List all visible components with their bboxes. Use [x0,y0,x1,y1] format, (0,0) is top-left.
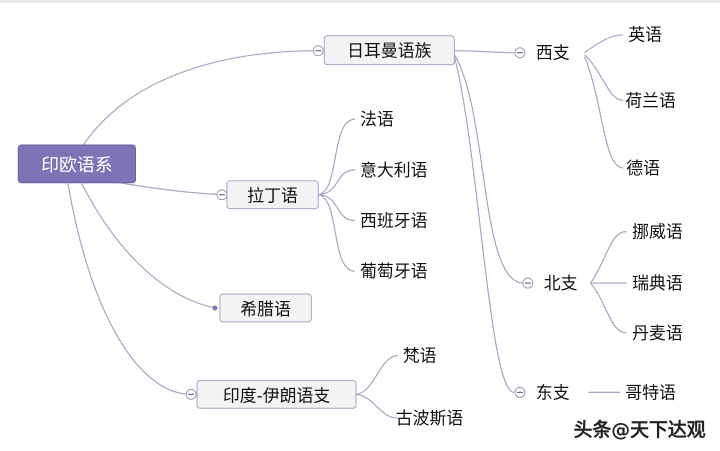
north-branch-label: 北支 [544,273,578,293]
greek-node-label: 希腊语 [240,299,291,319]
leaf-sanskrit[interactable]: 梵语 [403,346,437,366]
toutiao-caption: 头条@天下达观 [574,418,706,441]
leaf-danish[interactable]: 丹麦语 [632,323,683,343]
north-collapse-icon[interactable] [522,277,534,289]
leaf-old-persian[interactable]: 古波斯语 [396,408,464,428]
edge-north-norwegian [589,230,627,284]
leaf-french[interactable]: 法语 [360,109,394,129]
edge-west-dutch [584,54,624,101]
leaf-dutch[interactable]: 荷兰语 [625,90,676,110]
leaf-portuguese[interactable]: 葡萄牙语 [360,261,428,281]
edge-indoiranian-persian [355,393,398,419]
leaf-italian[interactable]: 意大利语 [360,160,428,180]
edge-root-indoiranian [67,183,192,395]
root-node[interactable]: 印欧语系 [17,144,136,184]
edge-root-greek [81,183,216,309]
west-branch-node[interactable]: 西支 [536,43,570,63]
leaf-english[interactable]: 英语 [628,25,662,45]
leaf-gothic[interactable]: 哥特语 [625,382,676,402]
latin-collapse-icon[interactable] [216,189,228,201]
edge-west-english [584,34,624,54]
leaf-swedish[interactable]: 瑞典语 [632,273,683,293]
zhihu-watermark: 知乎 @天涯海大 [544,403,704,428]
germanic-node-label: 日耳曼语族 [347,41,432,61]
west-collapse-icon[interactable] [514,47,526,59]
east-collapse-icon[interactable] [514,386,526,398]
edge-root-latin [113,181,233,196]
edge-germanic-west [454,50,514,54]
edge-root-germanic [81,50,319,148]
edge-germanic-north [453,54,524,284]
edge-latin-french [318,118,356,196]
edge-latin-portuguese [318,194,356,272]
indoiranian-node-label: 印度-伊朗语支 [223,385,330,405]
leaf-german[interactable]: 德语 [626,158,660,178]
leaf-spanish[interactable]: 西班牙语 [360,211,428,231]
root-node-label: 印欧语系 [41,155,113,176]
east-branch-node[interactable]: 东支 [536,382,570,402]
edges [67,34,627,419]
west-branch-label: 西支 [536,43,570,63]
leaf-norwegian[interactable]: 挪威语 [632,221,683,241]
edge-latin-spanish [318,194,356,222]
indoiranian-node[interactable]: 印度-伊朗语支 [196,379,357,409]
germanic-collapse-icon[interactable] [312,45,324,57]
edge-germanic-east [453,56,515,393]
edge-latin-italian [318,169,356,196]
edge-indoiranian-sanskrit [355,355,398,395]
indoiranian-collapse-icon[interactable] [185,388,197,400]
east-branch-label: 东支 [536,382,570,402]
greek-connector-dot [212,305,218,311]
latin-node[interactable]: 拉丁语 [226,180,319,210]
north-branch-node[interactable]: 北支 [544,273,578,293]
greek-node[interactable]: 希腊语 [219,293,312,323]
germanic-node[interactable]: 日耳曼语族 [323,35,455,66]
latin-node-label: 拉丁语 [247,186,298,206]
edge-north-danish [590,282,627,334]
edge-west-german [583,56,624,169]
